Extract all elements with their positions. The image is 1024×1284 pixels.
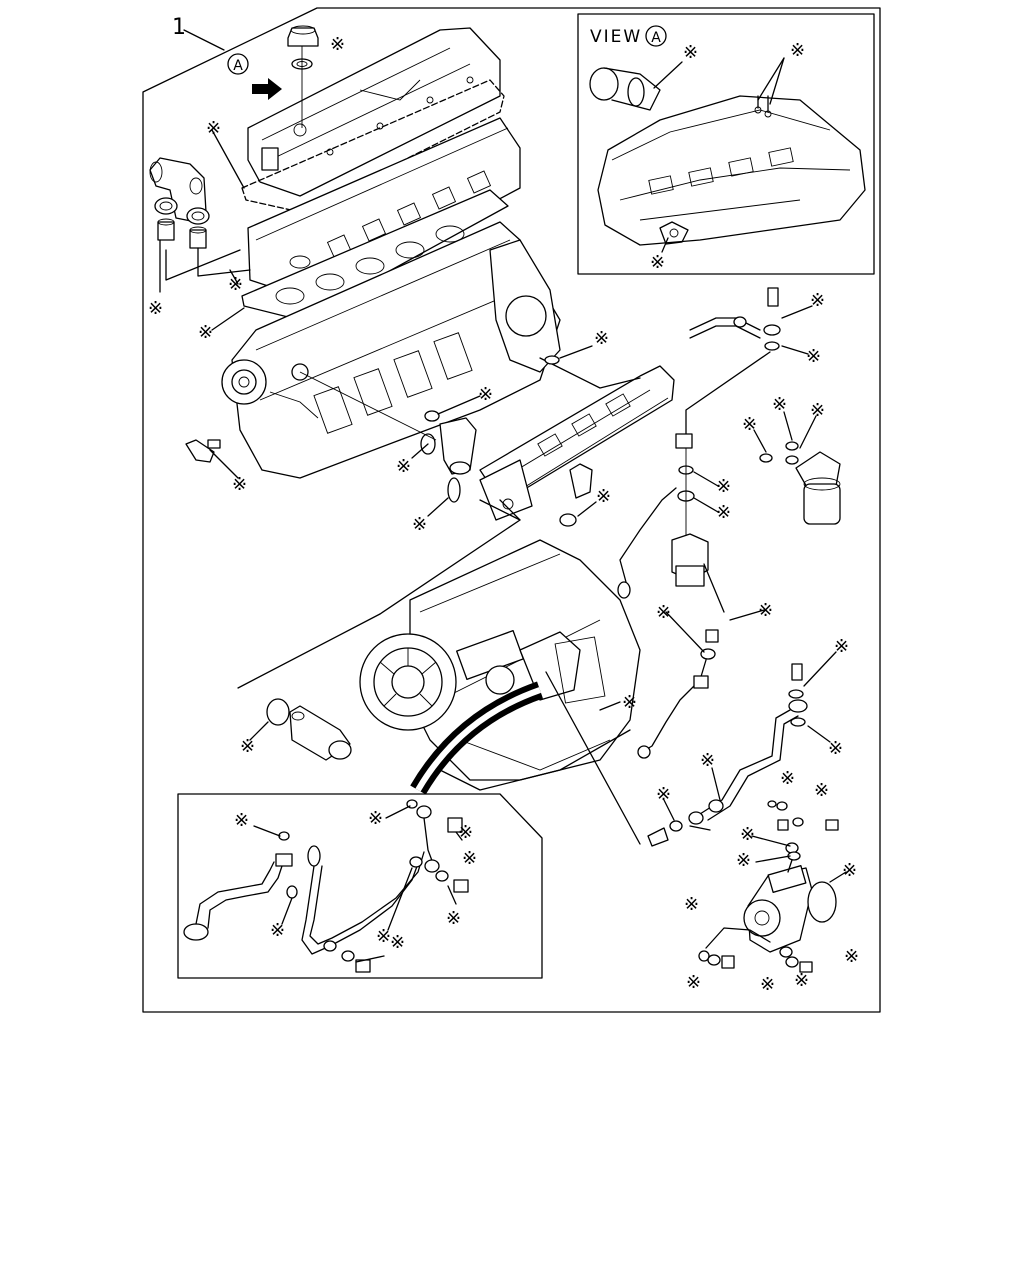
marker: ※	[686, 972, 701, 993]
marker: ※	[148, 298, 163, 319]
marker: ※	[458, 822, 473, 843]
sensor-bracket	[185, 439, 221, 463]
marker: ※	[396, 456, 411, 477]
marker: ※	[700, 750, 715, 771]
marker: ※	[650, 252, 665, 273]
marker: ※	[716, 476, 731, 497]
marker: ※	[794, 970, 809, 991]
marker: ※	[810, 400, 825, 421]
marker: ※	[683, 42, 698, 63]
marker: ※	[656, 602, 671, 623]
view-a-inset-box	[577, 13, 875, 275]
banjo-bolt-center	[637, 629, 719, 759]
marker: ※	[758, 600, 773, 621]
marker: ※	[834, 636, 849, 657]
oil-pipe-inset-box	[177, 793, 543, 979]
thermostat-seals	[154, 197, 210, 249]
injector-fitting	[559, 463, 593, 527]
view-letter-badge: A	[645, 25, 667, 47]
view-letter: A	[651, 30, 661, 46]
oil-pipe-inset-drawing	[183, 799, 469, 973]
marker: ※	[376, 926, 391, 947]
view-a-reference: A	[227, 53, 249, 75]
marker: ※	[270, 920, 285, 941]
marker: ※	[234, 810, 249, 831]
marker: ※	[760, 974, 775, 995]
cylinder-head-gasket	[241, 189, 509, 321]
callout-number: 1	[172, 15, 186, 40]
marker: ※	[810, 290, 825, 311]
view-label: VIEW	[590, 27, 642, 47]
marker: ※	[716, 502, 731, 523]
callout-leader	[183, 29, 225, 51]
marker: ※	[228, 274, 243, 295]
marker: ※	[772, 394, 787, 415]
water-outlet-pipe	[299, 371, 477, 503]
marker: ※	[684, 894, 699, 915]
oil-cooler-pipe	[266, 698, 352, 761]
marker: ※	[368, 808, 383, 829]
head-cover-gasket	[241, 79, 505, 213]
engine-assembly	[359, 539, 641, 781]
marker: ※	[740, 824, 755, 845]
marker: ※	[594, 328, 609, 349]
view-a-manifold-drawing	[589, 67, 866, 246]
marker: ※	[412, 514, 427, 535]
marker: ※	[240, 736, 255, 757]
marker: ※	[330, 34, 345, 55]
marker: ※	[780, 768, 795, 789]
marker: ※	[736, 850, 751, 871]
marker: ※	[656, 784, 671, 805]
marker: ※	[806, 346, 821, 367]
marker: ※	[622, 692, 637, 713]
view-direction-arrow-icon	[252, 78, 282, 100]
kit-markers: ※ ※ ※ ※ ※ ※ ※ ※ ※ ※ ※ ※ ※ ※ ※ ※ ※ ※ ※ ※ …	[148, 34, 859, 995]
fuel-filter-upper	[671, 433, 709, 587]
oil-filler-cap	[287, 25, 319, 128]
fuel-line-upper	[689, 287, 781, 351]
fuel-return-pipe	[688, 663, 808, 825]
marker: ※	[828, 738, 843, 759]
injection-pump	[698, 800, 839, 973]
marker: ※	[814, 780, 829, 801]
cylinder-head-cover	[247, 27, 501, 197]
exhaust-manifold	[479, 365, 675, 521]
marker: ※	[842, 860, 857, 881]
marker: ※	[596, 486, 611, 507]
marker: ※	[462, 848, 477, 869]
view-ref-letter: A	[233, 58, 243, 74]
marker: ※	[232, 474, 247, 495]
marker: ※	[206, 118, 221, 139]
marker: ※	[742, 414, 757, 435]
banjo-fitting-lower	[647, 820, 683, 847]
marker: ※	[446, 908, 461, 929]
fuel-filter-right	[759, 441, 841, 525]
marker: ※	[390, 932, 405, 953]
marker: ※	[844, 946, 859, 967]
cylinder-block	[221, 221, 561, 479]
marker: ※	[790, 40, 805, 61]
marker: ※	[478, 384, 493, 405]
kit-border	[142, 7, 881, 1013]
marker: ※	[198, 322, 213, 343]
